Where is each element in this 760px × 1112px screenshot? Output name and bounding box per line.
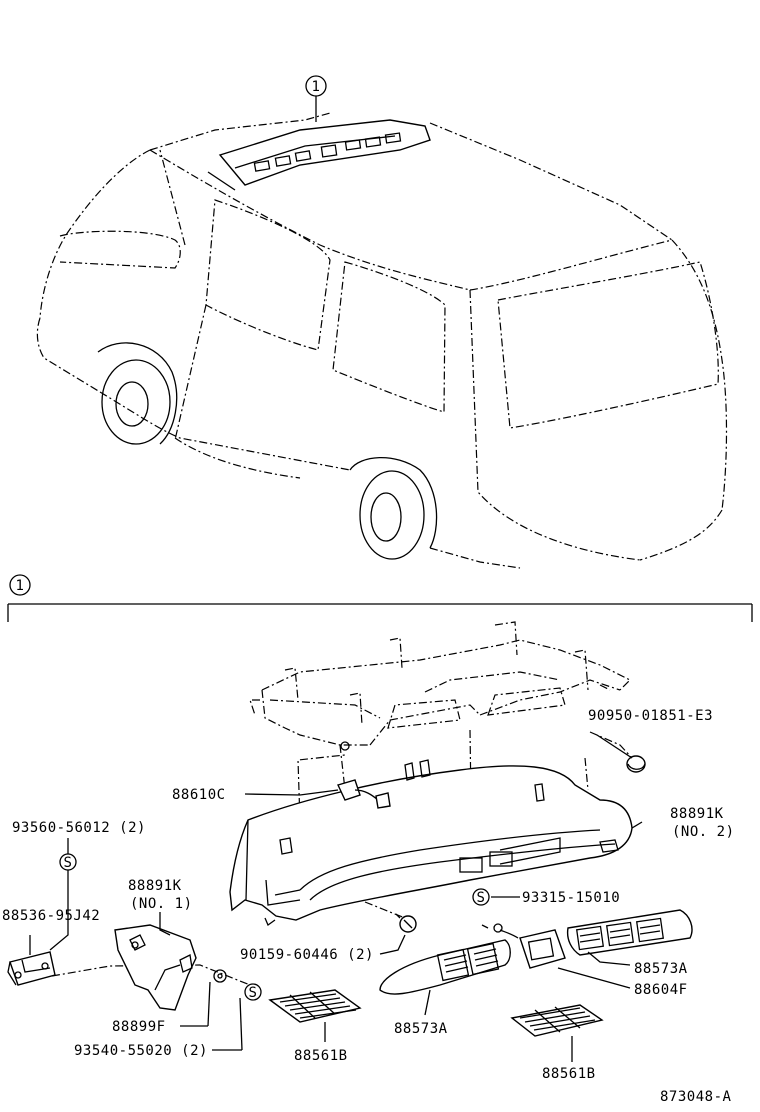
- label-93540-55020: 93540-55020 (2): [74, 1043, 208, 1059]
- part-88561b-grille-right: [510, 1004, 604, 1037]
- label-88573a-left: 88573A: [394, 1021, 448, 1037]
- label-88610c: 88610C: [172, 787, 226, 803]
- label-88891k-no1-sub: (NO. 1): [130, 896, 193, 912]
- label-93315-15010: 93315-15010: [522, 890, 620, 906]
- callout-top-text: 1: [312, 79, 321, 95]
- label-88536-95j42: 88536-95J42: [2, 908, 100, 924]
- part-88536-bracket: [7, 951, 56, 986]
- section-header: 1: [7, 574, 753, 622]
- part-90159-screw: [395, 913, 417, 933]
- roof-console-no2: [229, 759, 633, 926]
- label-88561b-right: 88561B: [542, 1066, 596, 1082]
- s-mark-text-b: S: [477, 890, 486, 906]
- part-88573a-vent-left: [379, 924, 511, 995]
- part-88573a-vent-right: [566, 909, 693, 956]
- callout-top-marker: 1: [305, 75, 327, 97]
- s-symbol-b: S: [472, 888, 490, 906]
- figure-id: 873048-A: [660, 1089, 732, 1105]
- part-88561b-grille-left: [268, 989, 362, 1023]
- label-90950-01851-e3: 90950-01851-E3: [588, 708, 713, 724]
- label-88891k-no2-sub: (NO. 2): [672, 824, 735, 840]
- roof-bracket-frame: [249, 621, 632, 746]
- label-88899f: 88899F: [112, 1019, 166, 1035]
- callout-section-text: 1: [16, 578, 25, 594]
- solid-leaders: [29, 734, 643, 1062]
- label-88604f: 88604F: [634, 982, 688, 998]
- part-88604f-switch: [493, 923, 566, 969]
- part-88891k-no1-bracket: [114, 924, 197, 1011]
- label-93560-56012: 93560-56012 (2): [12, 820, 146, 836]
- label-88561b-left: 88561B: [294, 1048, 348, 1064]
- van-illustration: [36, 96, 728, 569]
- e-symbol: [213, 969, 227, 983]
- s-mark-text-c: S: [249, 985, 258, 1001]
- s-mark-text-a: S: [64, 855, 73, 871]
- part-88610c-clip: [337, 741, 391, 809]
- label-88891k-no2: 88891K: [670, 806, 724, 822]
- part-labels: 90950-01851-E3 88610C 88891K (NO. 2) 935…: [2, 708, 735, 1105]
- s-symbol-c: S: [244, 983, 262, 1001]
- label-88573a-right: 88573A: [634, 961, 688, 977]
- label-90159-60446: 90159-60446 (2): [240, 947, 374, 963]
- part-90950-plug: [626, 755, 646, 773]
- label-88891k-no1: 88891K: [128, 878, 182, 894]
- s-symbol-a: S: [59, 853, 77, 871]
